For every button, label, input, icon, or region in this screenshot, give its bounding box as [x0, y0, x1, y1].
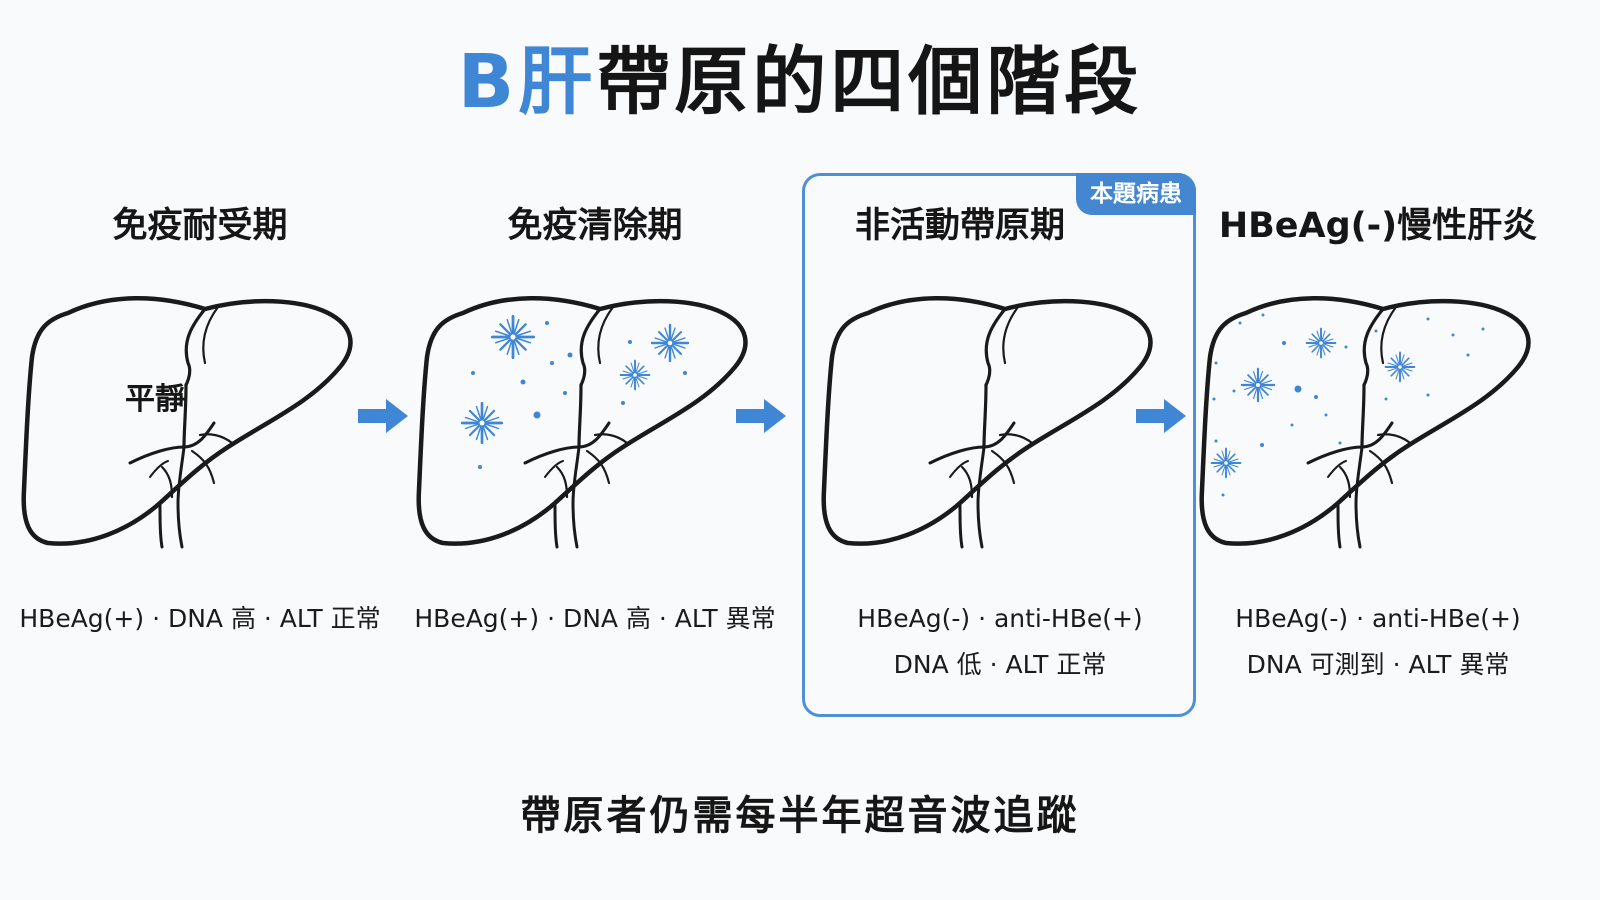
marker-line: DNA 低 · ALT 正常 — [893, 650, 1107, 679]
current-patient-badge: 本題病患 — [1076, 173, 1196, 215]
stage-markers: HBeAg(+) · DNA 高 · ALT 正常 — [0, 596, 400, 642]
stage-inactive-carrier: 非活動帶原期 HBeAg(-) · anti-HBe(+) DNA 低 · AL… — [800, 170, 1200, 720]
inflammation-dots — [1212, 313, 1485, 497]
marker-line: HBeAg(-) · anti-HBe(+) — [857, 604, 1143, 633]
right-arrow-icon — [358, 399, 408, 433]
inflammation-sparkles — [460, 314, 690, 445]
liver-icon — [10, 285, 390, 565]
marker-line: HBeAg(+) · DNA 高 · ALT 異常 — [414, 604, 776, 633]
highlighted-stage-frame: 本題病患 — [802, 173, 1196, 717]
stage-markers: HBeAg(-) · anti-HBe(+) DNA 可測到 · ALT 異常 — [1178, 596, 1578, 688]
title-accent: B肝 — [457, 39, 597, 125]
stage-hbeag-negative-hepatitis: HBeAg(-)慢性肝炎 — [1178, 170, 1578, 720]
stage-title: 免疫耐受期 — [112, 206, 288, 246]
marker-line: DNA 可測到 · ALT 異常 — [1246, 650, 1510, 679]
liver-icon — [405, 285, 785, 565]
stage-title: 非活動帶原期 — [854, 206, 1065, 246]
stage-markers: HBeAg(-) · anti-HBe(+) DNA 低 · ALT 正常 — [800, 596, 1200, 688]
stage-immune-tolerant: 免疫耐受期 平靜 HBeAg(+) · DNA 高 · ALT 正常 — [0, 170, 400, 720]
inflammation-sparkles — [1210, 327, 1416, 479]
footer-note: 帶原者仍需每半年超音波追蹤 — [520, 793, 1080, 839]
right-arrow-icon — [1136, 399, 1186, 433]
title-rest: 帶原的四個階段 — [596, 39, 1143, 125]
stage-markers: HBeAg(+) · DNA 高 · ALT 異常 — [395, 596, 795, 642]
stage-title: HBeAg(-)慢性肝炎 — [1218, 206, 1538, 246]
stage-title: 免疫清除期 — [507, 206, 683, 246]
liver-icon — [810, 285, 1190, 565]
liver-status-label: 平靜 — [125, 382, 185, 417]
page-title: B肝帶原的四個階段 — [0, 36, 1600, 128]
stage-immune-clearance: 免疫清除期 HBeAg(+) · DNA 高 · ALT 異常 — [395, 170, 795, 720]
marker-line: HBeAg(+) · DNA 高 · ALT 正常 — [19, 604, 381, 633]
right-arrow-icon — [736, 399, 786, 433]
inflammation-dots — [471, 321, 687, 469]
liver-icon — [1188, 285, 1568, 565]
marker-line: HBeAg(-) · anti-HBe(+) — [1235, 604, 1521, 633]
